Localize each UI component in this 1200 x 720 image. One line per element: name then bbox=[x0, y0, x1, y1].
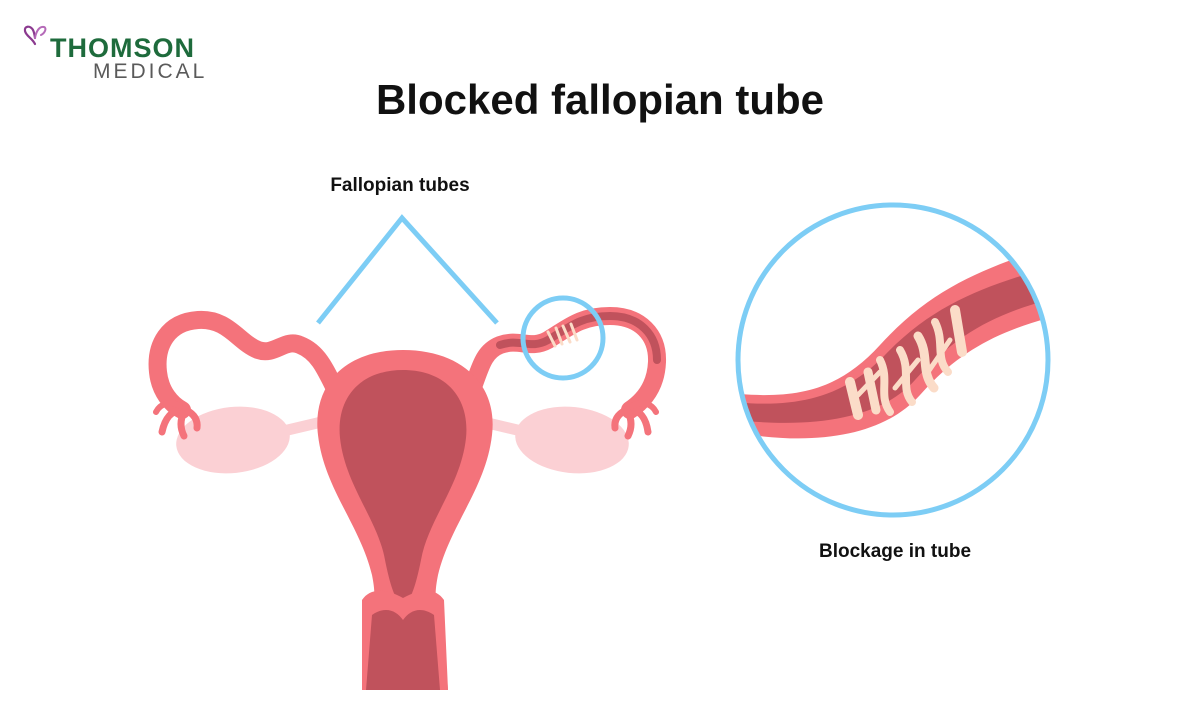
right-ovary bbox=[515, 406, 629, 474]
left-ovary bbox=[176, 406, 290, 474]
page-title: Blocked fallopian tube bbox=[375, 76, 825, 123]
brand-name-primary: THOMSON bbox=[50, 33, 195, 63]
tubes-pointer bbox=[316, 214, 499, 325]
right-fallopian-tube bbox=[461, 307, 666, 440]
brand-logo: THOMSON MEDICAL bbox=[22, 22, 222, 84]
brand-name-secondary: MEDICAL bbox=[93, 60, 208, 83]
label-fallopian-tubes: Fallopian tubes bbox=[330, 175, 470, 196]
butterfly-icon bbox=[23, 25, 47, 46]
zoomed-tube-view bbox=[735, 202, 1051, 518]
label-blockage-in-tube: Blockage in tube bbox=[818, 541, 972, 562]
blockage-strands bbox=[845, 305, 967, 420]
left-fallopian-tube bbox=[148, 310, 347, 440]
small-zoom-circle bbox=[520, 295, 606, 381]
uterus bbox=[317, 350, 493, 690]
